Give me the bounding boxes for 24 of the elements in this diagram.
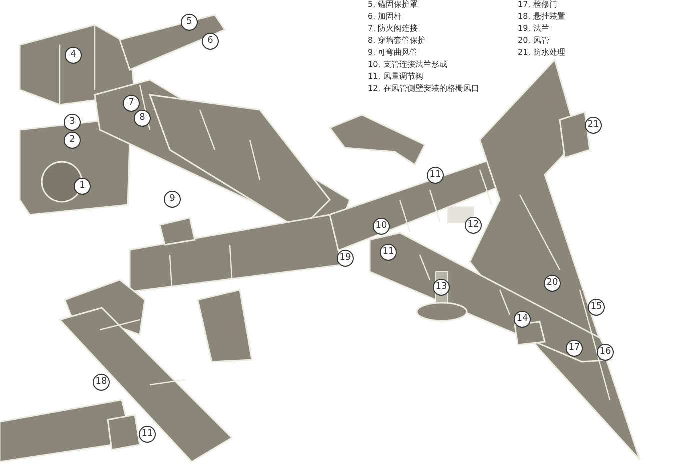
callout-number: 18	[93, 374, 110, 391]
callout-number: 21	[585, 117, 602, 134]
legend-entry: 9. 可弯曲风管	[368, 48, 418, 58]
legend-entry: 7. 防火阀连接	[368, 24, 418, 34]
legend-entry: 10. 支管连接法兰形成	[368, 60, 448, 70]
legend-entry: 8. 穿墙套管保护	[368, 36, 426, 46]
legend-entry: 21. 防水处理	[518, 48, 566, 58]
callout-number: 9	[164, 191, 181, 208]
legend-entry: 11. 风量调节阀	[368, 72, 424, 82]
callout-number: 6	[202, 33, 219, 50]
callout-number: 11	[427, 167, 444, 184]
legend-entry: 18. 悬挂装置	[518, 12, 566, 22]
legend-entry: 5. 锚固保护罩	[368, 0, 418, 10]
callout-number: 19	[337, 250, 354, 267]
legend-entry: 17. 检修门	[518, 0, 558, 10]
callout-number: 15	[588, 299, 605, 316]
legend-entry: 12. 在风管侧壁安装的格栅风口	[368, 84, 480, 94]
callout-number: 5	[181, 14, 198, 31]
legend-entry: 6. 加固杆	[368, 12, 402, 22]
callout-number: 3	[64, 114, 81, 131]
callout-number: 12	[465, 217, 482, 234]
legend-entry: 20. 风管	[518, 36, 550, 46]
legend-entry: 19. 法兰	[518, 24, 550, 34]
callout-number: 11	[139, 426, 156, 443]
